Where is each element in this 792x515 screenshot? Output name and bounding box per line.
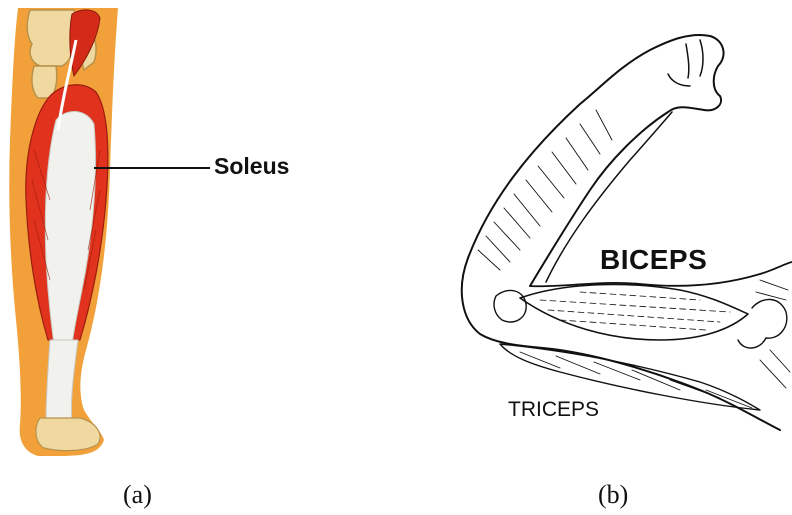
caption-b: (b) [598, 480, 628, 510]
forearm-hatching [478, 110, 612, 270]
fist-detail [668, 40, 703, 86]
knee-bones [27, 10, 76, 66]
shoulder-hatching [756, 280, 790, 388]
elbow-bone [494, 290, 526, 322]
biceps-label: BICEPS [600, 244, 707, 276]
biceps-muscle [520, 284, 748, 340]
heel-bone [36, 418, 100, 451]
triceps-label: TRICEPS [508, 398, 599, 422]
leg-illustration [9, 8, 210, 456]
caption-a: (a) [123, 480, 152, 510]
arm-illustration [462, 35, 792, 430]
humerus-head [738, 299, 787, 348]
soleus-label: Soleus [214, 153, 289, 180]
